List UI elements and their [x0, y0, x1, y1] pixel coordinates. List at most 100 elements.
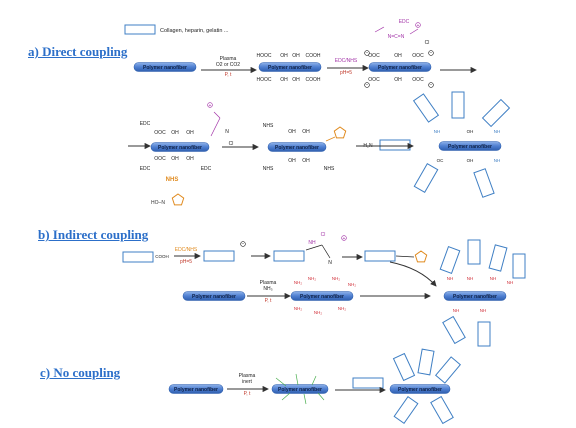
biomolecule-box [488, 244, 508, 272]
chloride: Cl [425, 40, 430, 46]
biomolecule-box [392, 352, 416, 382]
group: EDC [201, 166, 212, 172]
amine-group: NH [490, 276, 497, 281]
biomolecule-box [451, 91, 465, 119]
legend-label: Collagen, heparin, gelatin ... [160, 28, 229, 34]
fiber-a2 [258, 62, 322, 72]
biomolecule-box [273, 250, 305, 262]
biomolecule-box [417, 348, 435, 376]
charge-sign: − [242, 242, 245, 248]
nhs-hydroxyl: HO–N [151, 200, 165, 206]
fiber-label: Polymer nanofiber [398, 387, 442, 393]
group: OC [437, 158, 445, 163]
amine-group: NH₂ [338, 306, 346, 311]
ammonia-label: NH₃ [263, 286, 272, 292]
fiber-a6 [438, 141, 502, 151]
biomolecule-box [352, 377, 384, 389]
amine-group: NH₂ [348, 282, 356, 287]
amine-group: NH [447, 276, 454, 281]
group: OOC [368, 53, 380, 59]
amine-group: NH [480, 308, 487, 313]
pt-label: P, t [225, 72, 232, 78]
activated-site [311, 375, 317, 386]
arrow-b-curved [389, 261, 437, 287]
activated-site [281, 392, 291, 401]
fiber-b2 [290, 291, 354, 301]
amine-group: NH₂ [294, 280, 302, 285]
plasma-label: Plasma [239, 373, 256, 379]
charge-circle-icon [415, 22, 421, 28]
fiber-label: Polymer nanofiber [278, 387, 322, 393]
group: OH [292, 77, 300, 83]
edc-nhs-label: EDC/NHS [175, 247, 198, 253]
pt-label: P, t [265, 298, 272, 304]
edc-label: EDC [399, 19, 410, 25]
group: EDC [140, 166, 151, 172]
group: OOC [412, 53, 424, 59]
chloride: Cl [321, 232, 326, 238]
fiber-a3 [368, 62, 432, 72]
group: N [225, 129, 229, 135]
biomolecule-box [364, 250, 396, 262]
biomolecule-box [434, 356, 462, 384]
activated-site [295, 373, 299, 386]
amine-group: NH [507, 280, 514, 285]
charge-circle-icon [428, 50, 434, 56]
group: NH [494, 158, 501, 163]
fiber-c2 [271, 384, 329, 394]
legend-box [124, 24, 156, 35]
fiber-label: Polymer nanofiber [300, 294, 344, 300]
amine-group: NH₂ [314, 310, 322, 315]
biomolecule-box [467, 239, 481, 265]
biomolecule-box [122, 251, 154, 263]
group: OH [288, 129, 296, 135]
group: NHS [324, 166, 335, 172]
biomolecule-box [379, 139, 411, 151]
fiber-label: Polymer nanofiber [158, 145, 202, 151]
group: OOC [154, 130, 166, 136]
group: COOH [306, 53, 321, 59]
pt-label: P, t [244, 391, 251, 397]
biomolecule-box [430, 395, 454, 425]
fiber-label: Polymer nanofiber [448, 144, 492, 150]
charge-circle-icon [364, 50, 370, 56]
group: NHS [263, 166, 274, 172]
biomolecule-box [473, 168, 495, 198]
group: NH [308, 240, 316, 246]
group: COOH [306, 77, 321, 83]
group: OH [467, 158, 474, 163]
group: OH [186, 156, 194, 162]
group: HOOC [257, 53, 272, 59]
activated-site [303, 393, 307, 405]
plasma-label: Plasma [220, 56, 237, 62]
group: OH [171, 130, 179, 136]
biomolecule-box [393, 396, 419, 424]
inert-label: inert [242, 379, 252, 385]
group: N [328, 260, 332, 266]
chloride: Cl [229, 141, 234, 147]
group: NHS [263, 123, 274, 129]
group: OH [302, 158, 310, 164]
group: NH [494, 129, 501, 134]
fiber-a5 [267, 142, 327, 152]
section-title-direct: a) Direct coupling [28, 44, 128, 59]
amine-group: NH [453, 308, 460, 313]
nhs-ring-icon [171, 193, 185, 206]
bond [321, 244, 331, 259]
charge-sign: + [417, 23, 420, 29]
biomolecule-box [439, 246, 461, 274]
fiber-label: Polymer nanofiber [275, 145, 319, 151]
group: OOC [154, 156, 166, 162]
group: NH [434, 129, 441, 134]
charge-circle-icon [428, 82, 434, 88]
group: HOOC [257, 77, 272, 83]
amine-group: NH₂ [308, 276, 316, 281]
edc-nhs-label: EDC/NHS [335, 58, 358, 64]
fiber-b3 [443, 291, 507, 301]
bond [213, 111, 221, 119]
edc-ncn: N=C=N [388, 34, 405, 40]
activated-site [275, 377, 287, 387]
plasma-label: Plasma [260, 280, 277, 286]
group: OH [280, 53, 288, 59]
